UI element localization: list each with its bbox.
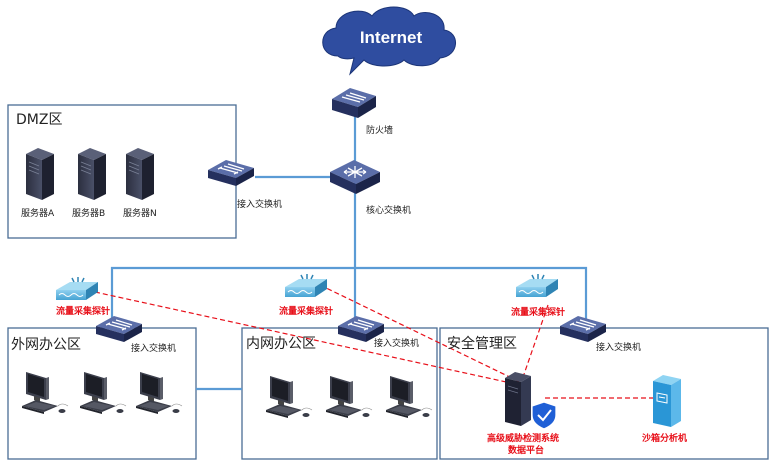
threat-detection-server-icon <box>505 372 531 426</box>
firewall-device <box>332 88 376 118</box>
dmz-access-switch <box>207 159 255 187</box>
server-a-icon <box>25 147 55 201</box>
probe-external-icon <box>55 276 99 301</box>
probe-external-label: 流量采集探针 <box>56 305 110 317</box>
probe-internal-label: 流量采集探针 <box>279 305 333 317</box>
core-switch-label: 核心交换机 <box>366 204 411 216</box>
external-access-switch <box>95 315 143 343</box>
external-access-switch-label: 接入交换机 <box>131 342 176 354</box>
internet-cloud: Internet <box>322 6 456 76</box>
pc-icon <box>21 371 69 415</box>
pc-icon <box>325 375 373 419</box>
pc-icon <box>265 375 313 419</box>
security-access-switch-label: 接入交换机 <box>596 341 641 353</box>
internal-access-switch-label: 接入交换机 <box>374 337 419 349</box>
probe-links <box>94 284 660 399</box>
security-zone-title: 安全管理区 <box>447 335 517 352</box>
probe-security-icon <box>515 273 559 298</box>
threat-platform-label-line1: 高级威胁检测系统 <box>487 432 559 444</box>
core-switch-device <box>330 160 380 194</box>
pc-icon <box>385 375 433 419</box>
server-b-icon <box>77 147 107 201</box>
network-links <box>110 110 588 391</box>
internet-label: Internet <box>360 28 423 47</box>
pc-icon <box>79 371 127 415</box>
threat-platform-label-line2: 数据平台 <box>508 444 544 456</box>
dmz-zone-title: DMZ区 <box>16 112 62 128</box>
sandbox-label: 沙箱分析机 <box>642 432 687 444</box>
server-n-label: 服务器N <box>123 207 157 219</box>
internal-office-zone-title: 内网办公区 <box>246 336 316 352</box>
shield-icon <box>531 401 557 430</box>
server-n-icon <box>125 147 155 201</box>
dmz-access-switch-label: 接入交换机 <box>237 198 282 210</box>
pc-icon <box>135 371 183 415</box>
probe-internal-icon <box>284 273 328 298</box>
server-b-label: 服务器B <box>72 207 105 219</box>
server-a-label: 服务器A <box>21 207 55 219</box>
security-access-switch <box>559 315 607 343</box>
firewall-label: 防火墙 <box>366 124 393 136</box>
probe-security-label: 流量采集探针 <box>511 306 565 318</box>
external-office-zone-title: 外网办公区 <box>11 337 81 353</box>
sandbox-server-icon <box>653 375 681 427</box>
